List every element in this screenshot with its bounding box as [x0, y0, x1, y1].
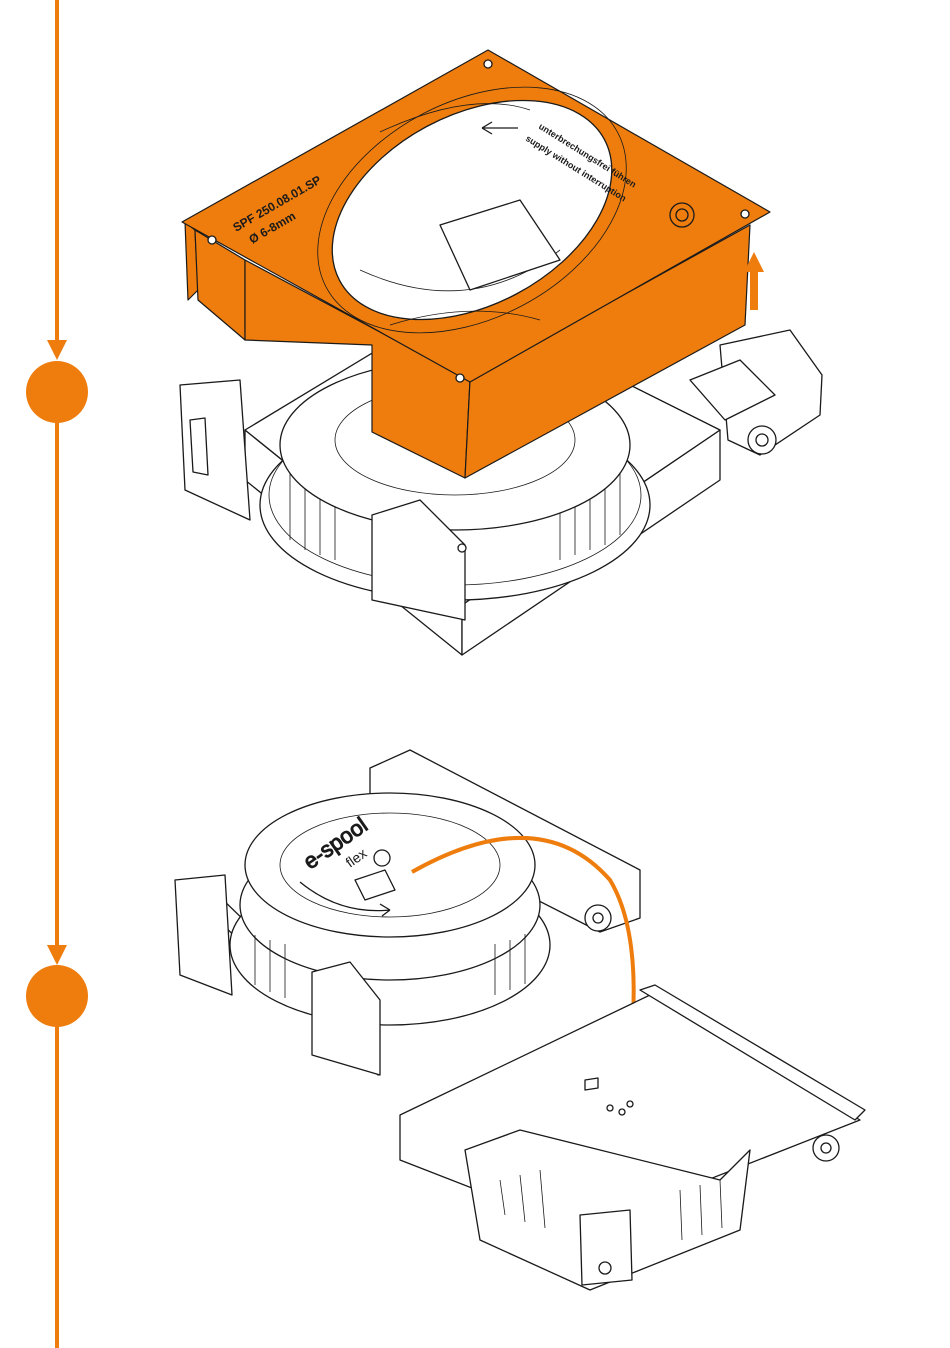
- timeline-arrow-1: [47, 340, 67, 360]
- step-2-illustration: e-spool flex: [175, 750, 865, 1290]
- flipped-unit: [400, 985, 865, 1290]
- spool-body-2: e-spool flex: [230, 793, 550, 1025]
- step-1-illustration: SPF 250.08.01.SP Ø 6-8mm unterbrechungsf…: [180, 37, 822, 655]
- step-timeline: [26, 0, 88, 1348]
- step-2-marker: [26, 965, 88, 1027]
- timeline-arrow-2: [47, 945, 67, 965]
- step-1-marker: [26, 361, 88, 423]
